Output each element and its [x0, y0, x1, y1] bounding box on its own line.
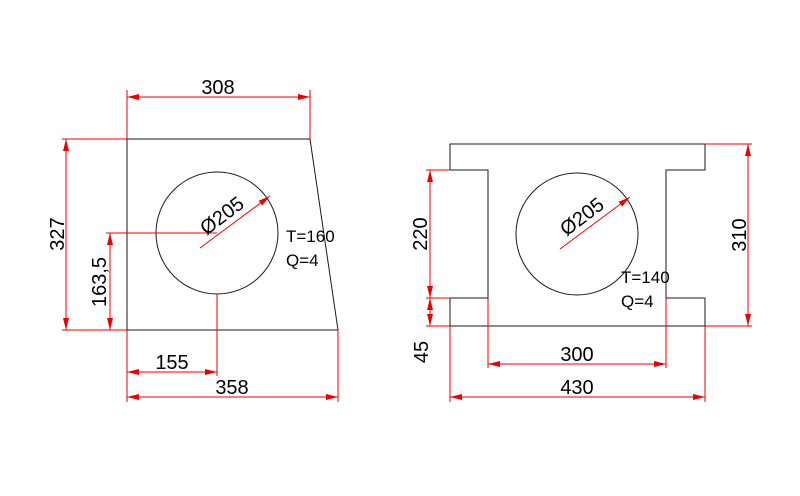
- dim-bottom-width: 358: [215, 377, 248, 399]
- thickness-note: T=140: [621, 268, 670, 287]
- dim-inner-width: 300: [560, 344, 593, 366]
- dim-hole-height: 163,5: [89, 257, 111, 307]
- dim-line-diameter: [199, 195, 271, 249]
- dim-hole-diameter: Ø205: [196, 193, 248, 240]
- dim-notch-height: 220: [410, 217, 432, 250]
- dim-total-width: 430: [560, 377, 593, 399]
- dim-height: 327: [47, 217, 69, 250]
- dim-hole-offset: 155: [155, 352, 188, 374]
- dim-line-diameter: [559, 196, 631, 250]
- right-part: 220 45 310 300 430 Ø205 T=140 Q=4: [410, 143, 752, 402]
- thickness-note: T=160: [286, 227, 335, 246]
- right-hole: [515, 172, 639, 296]
- dim-base-height: 45: [411, 341, 433, 363]
- dim-top-width: 308: [201, 77, 234, 99]
- dim-hole-diameter: Ø205: [556, 194, 608, 241]
- left-part: 308 327 163,5 155 358 Ø205 T=160 Q=4: [47, 77, 339, 402]
- quantity-note: Q=4: [286, 251, 319, 270]
- quantity-note: Q=4: [621, 292, 654, 311]
- dim-total-height: 310: [729, 218, 751, 251]
